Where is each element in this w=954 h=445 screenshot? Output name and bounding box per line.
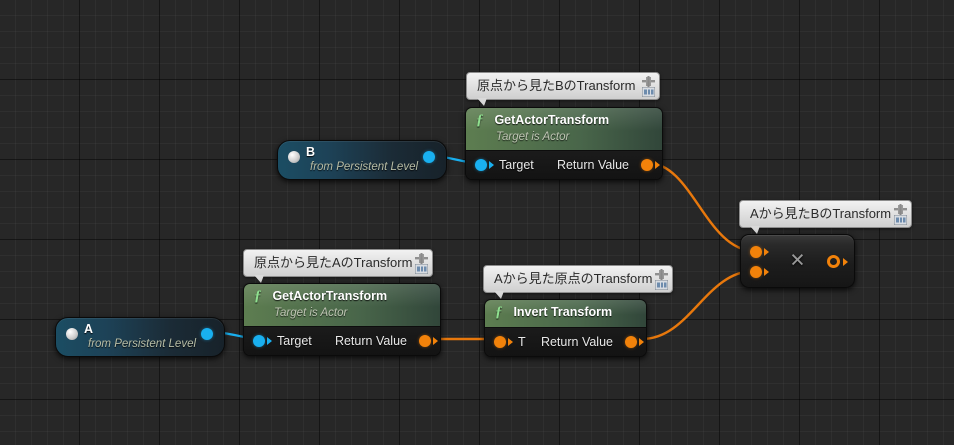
t-pin-label: T — [518, 335, 526, 349]
b-output-pin[interactable] — [423, 151, 435, 163]
target-pin-arrow-icon — [489, 161, 494, 169]
node-title: GetActorTransform — [272, 289, 388, 304]
pushpin-icon[interactable] — [415, 253, 428, 264]
pushpin-icon[interactable] — [642, 76, 655, 87]
node-get-actor-transform-b[interactable]: ƒ GetActorTransform Target is Actor Targ… — [465, 107, 663, 180]
node-subtitle: Target is Actor — [274, 307, 348, 319]
variable-node-subtitle: from Persistent Level — [310, 161, 419, 173]
multiply-output-arrow-icon — [843, 258, 848, 266]
t-input-pin[interactable] — [494, 336, 506, 348]
target-input-pin[interactable] — [253, 335, 265, 347]
pushpin-icon[interactable] — [894, 204, 907, 215]
node-get-actor-transform-a[interactable]: ƒ GetActorTransform Target is Actor Targ… — [243, 283, 441, 356]
pushpin-icon[interactable] — [655, 269, 668, 280]
comment-text: 原点から見たAのTransform — [254, 255, 413, 270]
function-icon: ƒ — [476, 112, 484, 129]
node-title: GetActorTransform — [494, 113, 610, 128]
comment-bubble-a-to-b[interactable]: Aから見たBのTransform — [739, 200, 912, 234]
variable-icon-b — [288, 151, 300, 163]
node-title: Invert Transform — [513, 305, 613, 320]
return-value-output-pin[interactable] — [641, 159, 653, 171]
bubble-tail — [254, 275, 264, 283]
bubble-tail — [494, 291, 504, 299]
comment-widget-icon[interactable] — [642, 87, 655, 97]
node-header: ƒ GetActorTransform Target is Actor — [466, 108, 662, 151]
node-body: Target Return Value — [244, 327, 440, 355]
comment-widget-icon[interactable] — [655, 280, 668, 290]
node-body: Target Return Value — [466, 151, 662, 179]
variable-node-a[interactable]: A from Persistent Level — [55, 317, 225, 357]
multiply-input-a-arrow-icon — [764, 248, 769, 256]
target-pin-arrow-icon — [267, 337, 272, 345]
variable-node-subtitle: from Persistent Level — [88, 338, 197, 350]
return-value-pin-arrow-icon — [639, 338, 644, 346]
node-invert-transform[interactable]: ƒ Invert Transform T Return Value — [484, 299, 647, 357]
node-header: ƒ Invert Transform — [485, 300, 646, 328]
comment-text: Aから見た原点のTransform — [494, 271, 653, 286]
target-input-pin[interactable] — [475, 159, 487, 171]
t-pin-arrow-icon — [508, 338, 513, 346]
return-value-pin-label: Return Value — [540, 335, 613, 349]
function-icon: ƒ — [495, 304, 503, 321]
comment-bubble-origin-to-b[interactable]: 原点から見たBのTransform — [466, 72, 660, 106]
return-value-pin-label: Return Value — [334, 334, 407, 348]
comment-bubble-a-to-origin[interactable]: Aから見た原点のTransform — [483, 265, 673, 299]
multiply-input-pin-a[interactable] — [750, 246, 762, 258]
return-value-output-pin[interactable] — [419, 335, 431, 347]
comment-text: 原点から見たBのTransform — [477, 78, 636, 93]
multiply-output-pin[interactable] — [827, 255, 840, 268]
multiply-input-b-arrow-icon — [764, 268, 769, 276]
multiply-input-pin-b[interactable] — [750, 266, 762, 278]
node-subtitle: Target is Actor — [496, 131, 570, 143]
target-pin-label: Target — [277, 334, 312, 348]
return-value-output-pin[interactable] — [625, 336, 637, 348]
return-value-pin-arrow-icon — [433, 337, 438, 345]
variable-node-title: A — [84, 322, 94, 336]
variable-node-b[interactable]: B from Persistent Level — [277, 140, 447, 180]
comment-text: Aから見たBのTransform — [750, 206, 892, 221]
bubble-tail — [477, 98, 487, 106]
return-value-pin-label: Return Value — [556, 158, 629, 172]
multiply-operator-icon: ✕ — [789, 250, 806, 272]
target-pin-label: Target — [499, 158, 534, 172]
variable-node-title: B — [306, 145, 316, 159]
node-header: ƒ GetActorTransform Target is Actor — [244, 284, 440, 327]
comment-widget-icon[interactable] — [415, 264, 428, 274]
variable-icon-a — [66, 328, 78, 340]
node-body: T Return Value — [485, 328, 646, 356]
a-output-pin[interactable] — [201, 328, 213, 340]
node-multiply[interactable]: ✕ — [740, 234, 855, 288]
function-icon: ƒ — [254, 288, 262, 305]
return-value-pin-arrow-icon — [655, 161, 660, 169]
comment-bubble-origin-to-a[interactable]: 原点から見たAのTransform — [243, 249, 433, 283]
comment-widget-icon[interactable] — [894, 215, 907, 225]
bubble-tail — [750, 226, 760, 234]
